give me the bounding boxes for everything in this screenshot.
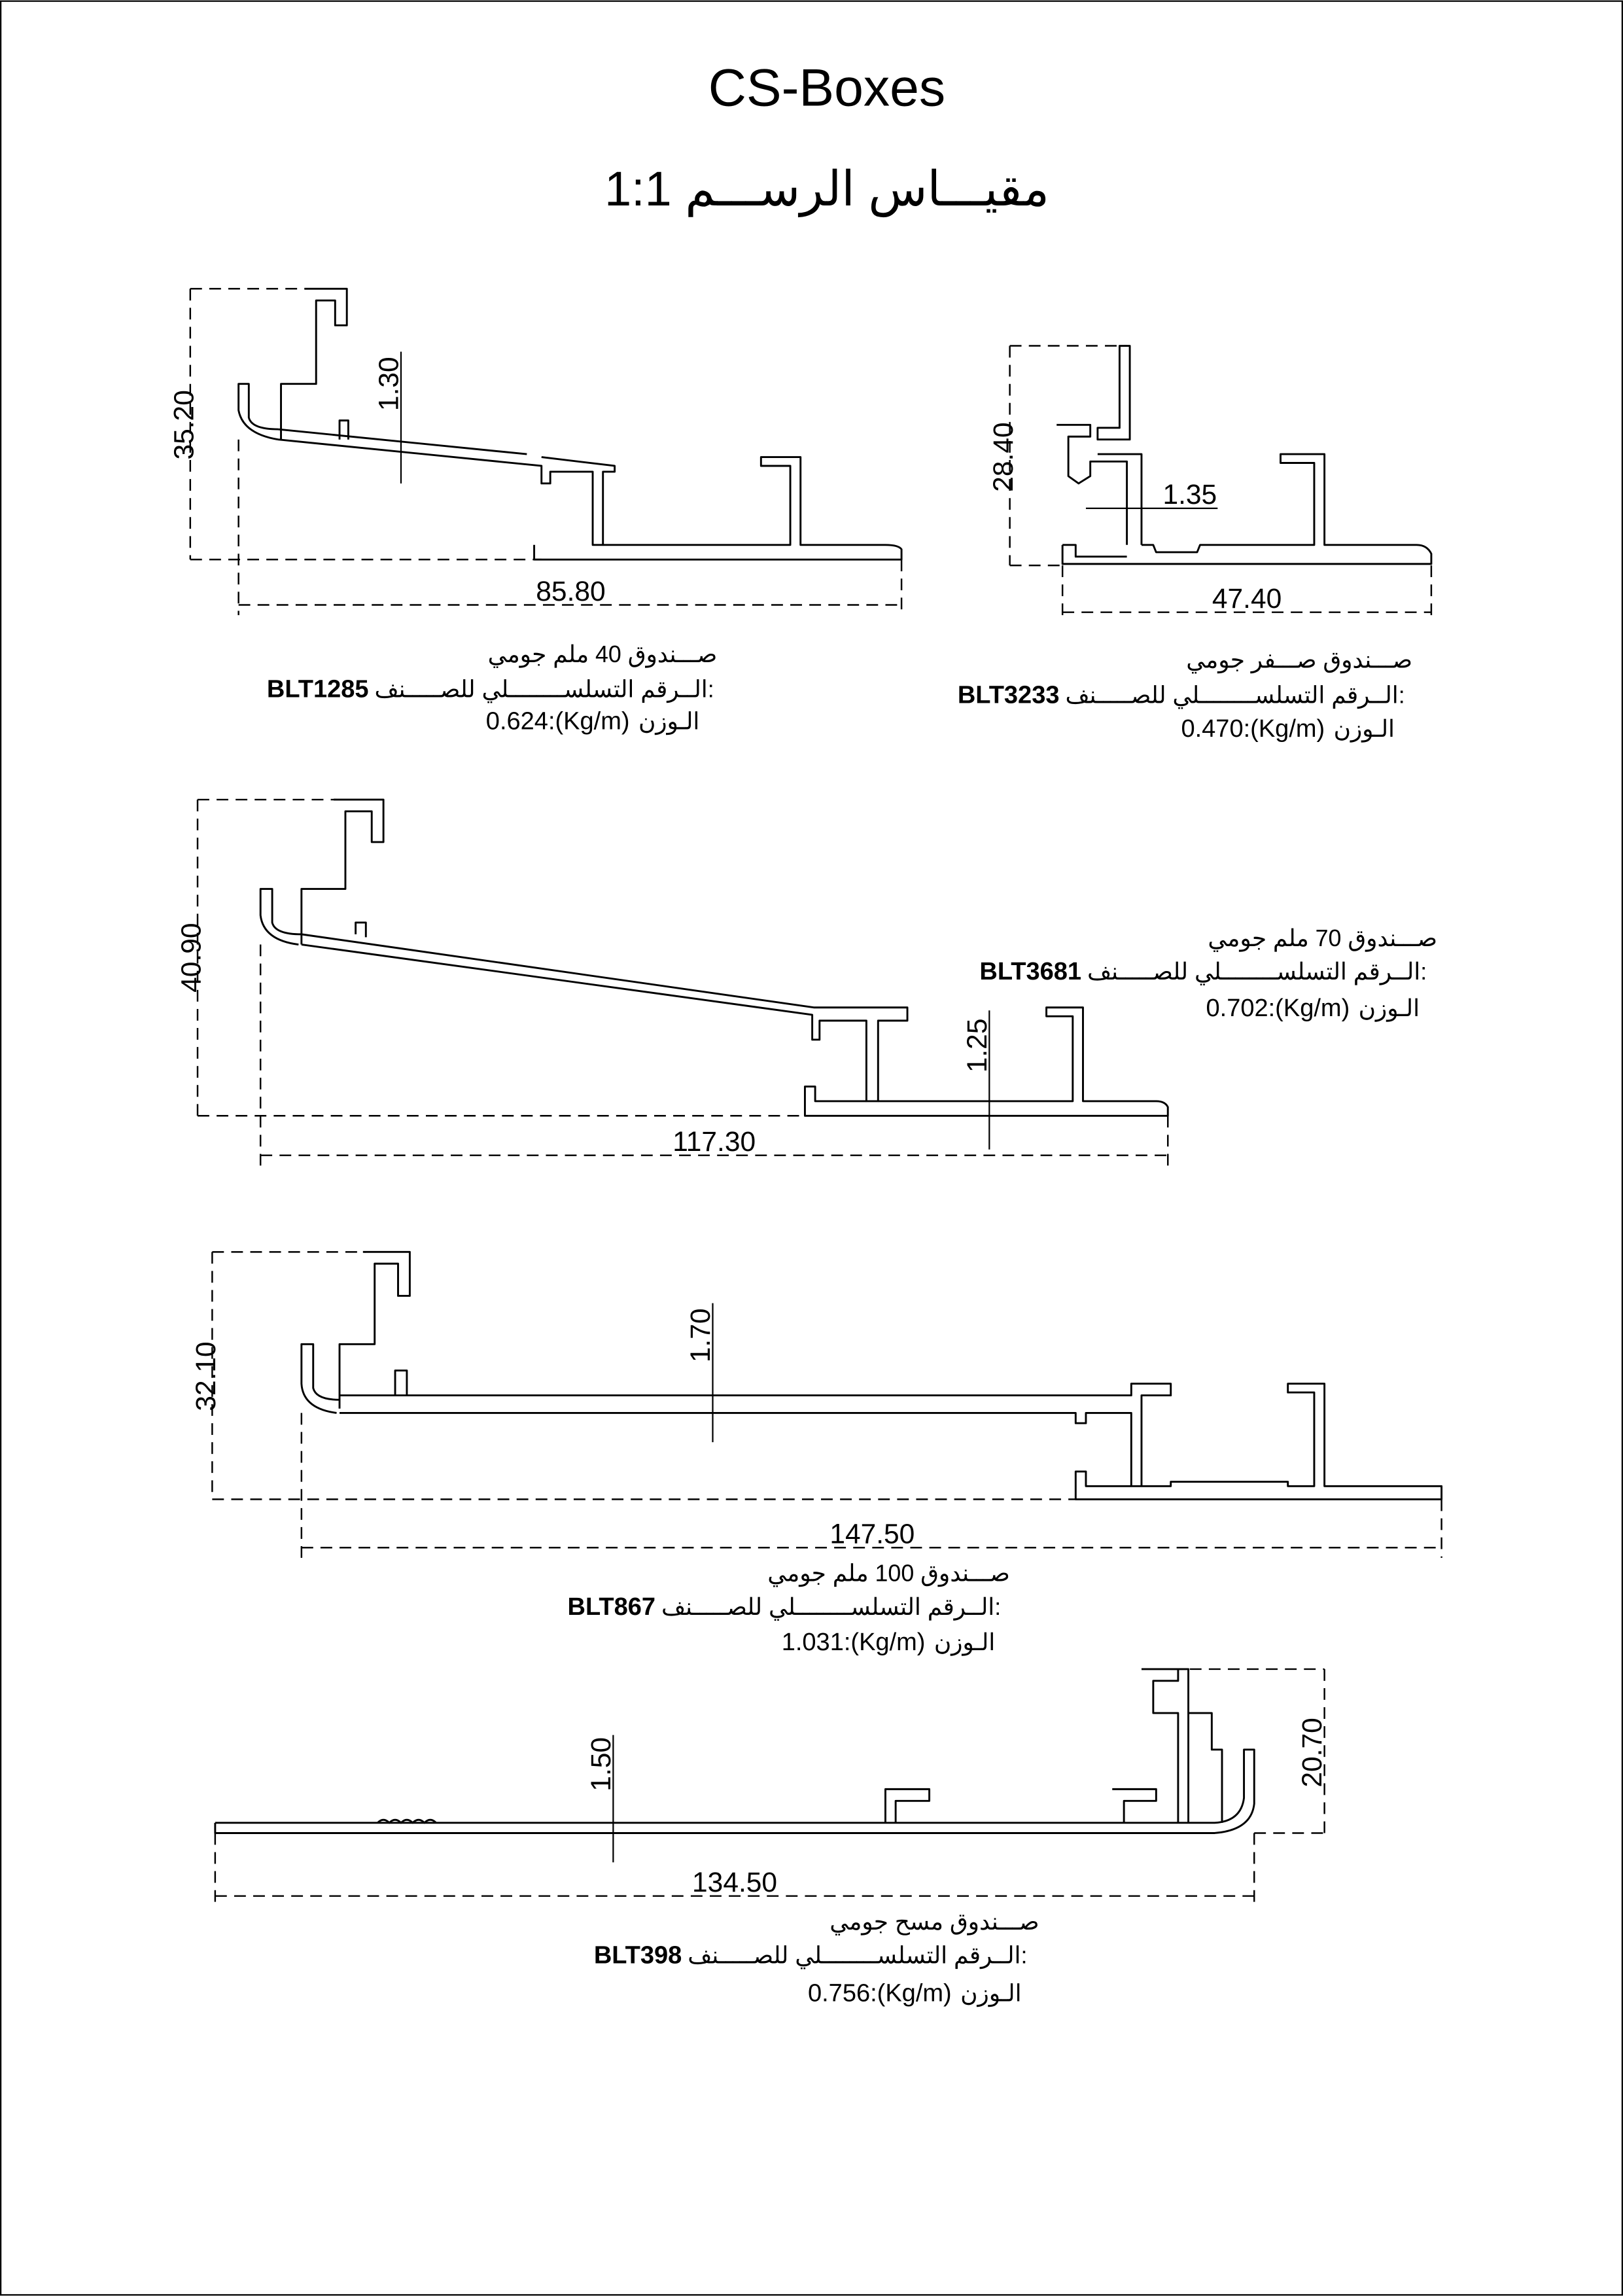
serial-label: الــرقم التسلســــــــلي للصـــــنف: [688, 1943, 1027, 1969]
profile-blt3681: 40.90 1.25 117.30 صـــندوق 70 ملم جومي B… [176, 798, 1437, 1166]
weight-line: 0.756:(Kg/m) الـوزن [808, 1980, 1022, 2007]
height-dimension: 40.90 [176, 923, 207, 992]
profile-blt1285: 35.20 1.30 85.80 صـــندوق 40 ملم جومي BL… [169, 287, 903, 735]
weight-label: الـوزن [934, 1629, 995, 1656]
serial-code: BLT1285 [267, 675, 369, 703]
profile-name: صـــندوق 70 ملم جومي [1208, 925, 1437, 952]
width-dimension: 47.40 [1212, 584, 1282, 614]
serial-code: BLT867 [568, 1593, 656, 1621]
weight-label: الـوزن [1334, 716, 1395, 743]
serial-code: BLT3233 [958, 681, 1060, 709]
thickness-dimension: 1.70 [686, 1308, 716, 1362]
weight-value: 0.702 [1206, 995, 1268, 1022]
weight-value: 0.756 [808, 1980, 870, 2007]
width-dimension: 147.50 [829, 1519, 915, 1550]
height-dimension: 20.70 [1297, 1718, 1328, 1787]
weight-line: 1.031:(Kg/m) الـوزن [782, 1629, 996, 1656]
thickness-dimension: 1.35 [1162, 480, 1217, 510]
serial-code: BLT3681 [979, 958, 1081, 985]
weight-unit: :(Kg/m) [1268, 995, 1350, 1022]
weight-line: 0.624:(Kg/m) الـوزن [486, 708, 700, 735]
serial-label: الــرقم التسلســــــــلي للصـــــنف: [375, 676, 714, 703]
thickness-dimension: 1.30 [374, 357, 405, 411]
weight-unit: :(Kg/m) [1244, 715, 1325, 743]
profile-name: صـــندوق مسح جومي [829, 1909, 1039, 1935]
profile-blt867: 32.10 1.70 147.50 صـــندوق 100 ملم جومي … [191, 1250, 1443, 1656]
weight-unit: :(Kg/m) [870, 1980, 952, 2007]
height-dimension: 28.40 [988, 422, 1019, 491]
weight-line: 0.470:(Kg/m) الـوزن [1181, 715, 1395, 743]
weight-line: 0.702:(Kg/m) الـوزن [1206, 995, 1420, 1022]
profile-blt398: 20.70 1.50 134.50 صـــندوق مسح جومي BLT3… [214, 1668, 1328, 2007]
width-dimension: 134.50 [692, 1867, 777, 1898]
weight-unit: :(Kg/m) [844, 1629, 926, 1656]
weight-value: 1.031 [782, 1629, 844, 1656]
height-dimension: 32.10 [191, 1341, 222, 1411]
profile-blt3233: 28.40 1.35 47.40 صـــندوق صـــفر جومي BL… [958, 345, 1433, 743]
profile-name: صـــندوق 40 ملم جومي [488, 641, 718, 668]
weight-label: الـوزن [1359, 995, 1420, 1022]
width-dimension: 85.80 [536, 576, 605, 607]
serial-label: الــرقم التسلســــــــلي للصـــــنف: [661, 1594, 1001, 1621]
page-title: CS-Boxes [708, 59, 945, 118]
serial-label: الــرقم التسلســــــــلي للصـــــنف: [1087, 959, 1427, 985]
serial-code: BLT398 [594, 1942, 682, 1969]
scale-label: مقيـــاس الرســـم 1:1 [604, 162, 1049, 218]
weight-label: الـوزن [638, 709, 699, 735]
weight-label: الـوزن [960, 1981, 1021, 2007]
weight-value: 0.624 [486, 708, 548, 735]
width-dimension: 117.30 [672, 1127, 756, 1157]
profile-name: صـــندوق 100 ملم جومي [767, 1561, 1009, 1587]
height-dimension: 35.20 [169, 390, 200, 459]
thickness-dimension: 1.50 [586, 1737, 617, 1792]
profile-name: صـــندوق صـــفر جومي [1186, 647, 1412, 674]
serial-label: الــرقم التسلســــــــلي للصـــــنف: [1065, 682, 1405, 709]
weight-value: 0.470 [1181, 715, 1243, 743]
weight-unit: :(Kg/m) [548, 708, 630, 735]
thickness-dimension: 1.25 [962, 1019, 993, 1073]
